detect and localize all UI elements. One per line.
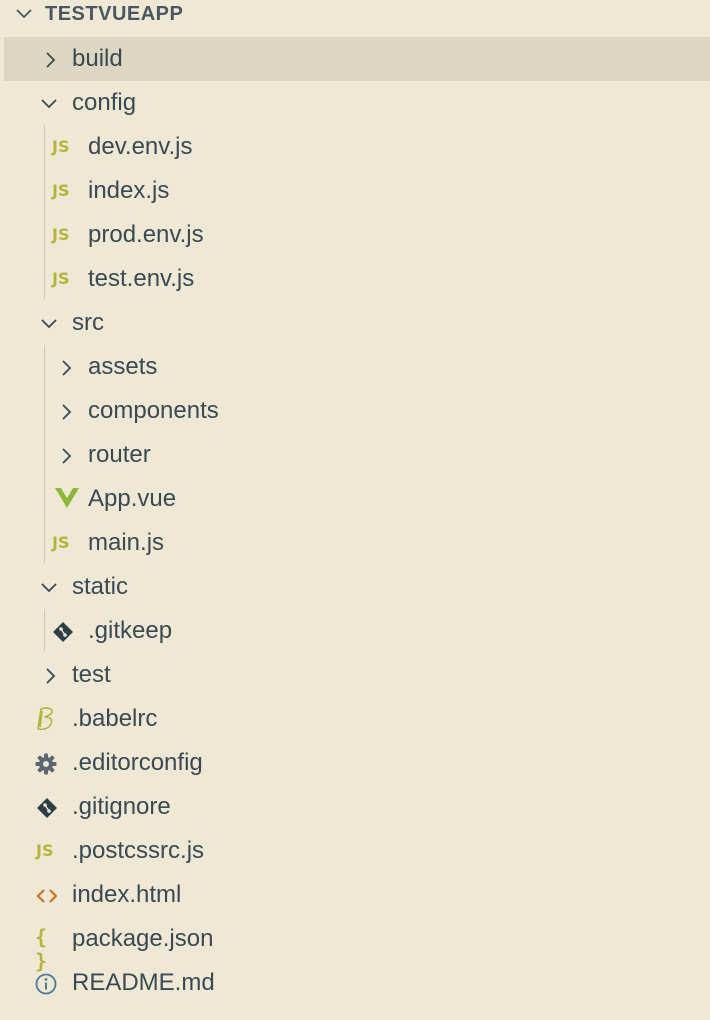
tree-item-index-html[interactable]: index.html [4, 873, 710, 917]
tree-item-components[interactable]: components [4, 389, 710, 433]
tree-item-label: dev.env.js [88, 133, 193, 160]
js-icon: JS [52, 137, 70, 156]
indent-guide-static [44, 609, 45, 651]
chevron-right-icon [62, 404, 72, 420]
chevron-down-icon [41, 319, 57, 329]
js-icon: JS [52, 225, 70, 244]
tree-item-label: .postcssrc.js [72, 837, 205, 864]
chevron-right-icon [62, 360, 72, 376]
json-icon: { } [35, 925, 48, 973]
js-icon: JS [52, 269, 70, 288]
chevron-right-icon [46, 668, 56, 684]
indent-guide-config [44, 125, 45, 299]
tree-item-prod-env-js[interactable]: JS prod.env.js [4, 213, 710, 257]
js-icon: JS [52, 181, 70, 200]
gear-icon [35, 753, 57, 775]
explorer-header[interactable]: TESTVUEAPP [0, 0, 710, 30]
tree-item-src[interactable]: src [4, 301, 710, 345]
indent-guide-src [44, 345, 45, 563]
tree-item-label: App.vue [88, 485, 177, 512]
js-icon: JS [36, 841, 54, 860]
babel-icon [37, 707, 53, 731]
tree-item-label: index.js [88, 177, 170, 204]
workspace-title: TESTVUEAPP [45, 3, 184, 25]
tree-item-package-json[interactable]: { } package.json [4, 917, 710, 973]
tree-item-label: .gitignore [72, 793, 171, 820]
chevron-down-icon[interactable] [14, 4, 34, 24]
tree-item-label: main.js [88, 529, 165, 556]
tree-item-index-js[interactable]: JS index.js [4, 169, 710, 213]
tree-item-config[interactable]: config [4, 81, 710, 125]
tree-item-dev-env-js[interactable]: JS dev.env.js [4, 125, 710, 169]
tree-item-label: index.html [72, 881, 182, 908]
js-icon: JS [52, 533, 70, 552]
git-icon [53, 622, 73, 642]
tree-item-app-vue[interactable]: App.vue [4, 477, 710, 521]
tree-item-router[interactable]: router [4, 433, 710, 477]
tree-item-test[interactable]: test [4, 653, 710, 697]
tree-item-label: components [88, 397, 219, 424]
tree-item-label: .editorconfig [72, 749, 203, 776]
tree-item-label: build [72, 45, 123, 72]
tree-item-label: static [72, 573, 129, 600]
info-icon [35, 973, 57, 995]
tree-item-editorconfig[interactable]: .editorconfig [4, 741, 710, 785]
tree-item-label: router [88, 441, 151, 468]
tree-item-gitkeep[interactable]: .gitkeep [4, 609, 710, 653]
tree-item-label: test [72, 661, 111, 688]
tree-item-label: package.json [72, 925, 214, 952]
tree-item-gitignore[interactable]: .gitignore [4, 785, 710, 829]
tree-item-static[interactable]: static [4, 565, 710, 609]
chevron-down-icon [41, 583, 57, 593]
git-icon [37, 798, 57, 818]
tree-item-build[interactable]: build [4, 37, 710, 81]
tree-item-label: config [72, 89, 137, 116]
tree-item-readme-md[interactable]: README.md [4, 961, 710, 1005]
chevron-right-icon [62, 448, 72, 464]
vue-icon [55, 488, 79, 508]
chevron-down-icon [41, 99, 57, 109]
tree-item-babelrc[interactable]: .babelrc [4, 697, 710, 741]
tree-item-label: prod.env.js [88, 221, 204, 248]
tree-item-label: .babelrc [72, 705, 158, 732]
tree-item-label: .gitkeep [88, 617, 173, 644]
tree-item-label: src [72, 309, 104, 336]
html-icon [36, 889, 58, 903]
tree-item-test-env-js[interactable]: JS test.env.js [4, 257, 710, 301]
tree-item-label: assets [88, 353, 158, 380]
chevron-right-icon [46, 52, 56, 68]
tree-item-label: test.env.js [88, 265, 195, 292]
tree-item-label: README.md [72, 969, 215, 996]
tree-item-main-js[interactable]: JS main.js [4, 521, 710, 565]
tree-item-assets[interactable]: assets [4, 345, 710, 389]
tree-item-postcssrc-js[interactable]: JS .postcssrc.js [4, 829, 710, 873]
